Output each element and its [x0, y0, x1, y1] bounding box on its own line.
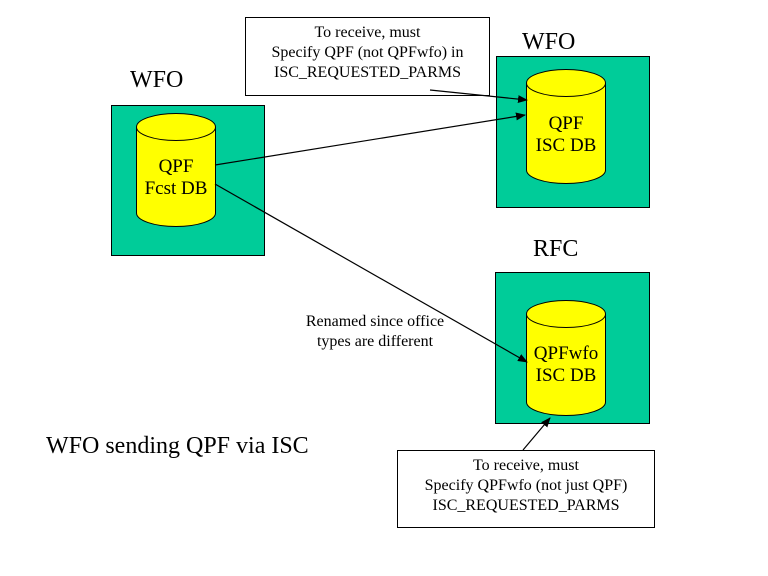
rfc-receive-note: To receive, must Specify QPFwfo (not jus…: [397, 450, 655, 528]
note-line-3: ISC_REQUESTED_PARMS: [273, 64, 461, 81]
wfo-target-office-label: WFO: [522, 29, 576, 55]
qpfwfo-isc-db: QPFwfo ISC DB: [526, 300, 606, 416]
db-label: QPF Fcst DB: [136, 156, 216, 200]
db-label: QPF ISC DB: [526, 113, 606, 157]
annotation-line-1: Renamed since office: [305, 313, 445, 330]
note-line-1: To receive, must: [314, 24, 421, 41]
diagram-caption: WFO sending QPF via ISC: [46, 433, 309, 459]
db-label: QPFwfo ISC DB: [526, 343, 606, 387]
db-label-line-1: QPF: [158, 156, 194, 177]
db-label-line-2: ISC DB: [535, 365, 597, 386]
database-cylinder-icon: [526, 69, 606, 184]
db-label-line-1: QPFwfo: [533, 343, 599, 364]
wfo-receive-note: To receive, must Specify QPF (not QPFwfo…: [245, 17, 490, 96]
db-label-line-2: ISC DB: [535, 135, 597, 156]
rename-annotation: Renamed since office types are different: [285, 312, 465, 352]
note-line-1: To receive, must: [473, 457, 579, 474]
database-cylinder-icon: [526, 300, 606, 416]
note-line-3: ISC_REQUESTED_PARMS: [432, 497, 620, 514]
qpf-isc-db: QPF ISC DB: [526, 69, 606, 184]
note-line-2: Specify QPFwfo (not just QPF): [424, 477, 628, 494]
db-label-line-1: QPF: [548, 113, 584, 134]
database-cylinder-icon: [136, 113, 216, 227]
source-office-label: WFO: [130, 67, 184, 93]
qpf-fcst-db: QPF Fcst DB: [136, 113, 216, 227]
rfc-office-label: RFC: [533, 236, 579, 262]
db-label-line-2: Fcst DB: [144, 178, 208, 199]
note-line-2: Specify QPF (not QPFwfo) in: [271, 44, 464, 61]
annotation-line-2: types are different: [316, 333, 434, 350]
